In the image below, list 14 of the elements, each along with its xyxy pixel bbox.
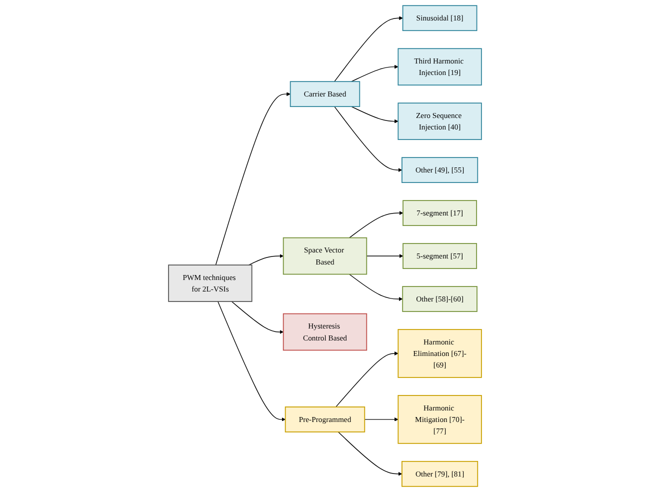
arrow [231, 301, 284, 334]
arrow [338, 432, 402, 476]
arrow [336, 352, 398, 408]
arrow [248, 254, 284, 266]
arrow [348, 274, 403, 301]
arrow [334, 16, 403, 82]
arrow [348, 211, 404, 238]
arrow [350, 106, 398, 124]
arrow [334, 106, 402, 172]
arrow [364, 417, 398, 422]
arrow [215, 92, 291, 266]
arrow [218, 301, 286, 422]
arrow [366, 254, 404, 258]
arrow [350, 64, 398, 82]
